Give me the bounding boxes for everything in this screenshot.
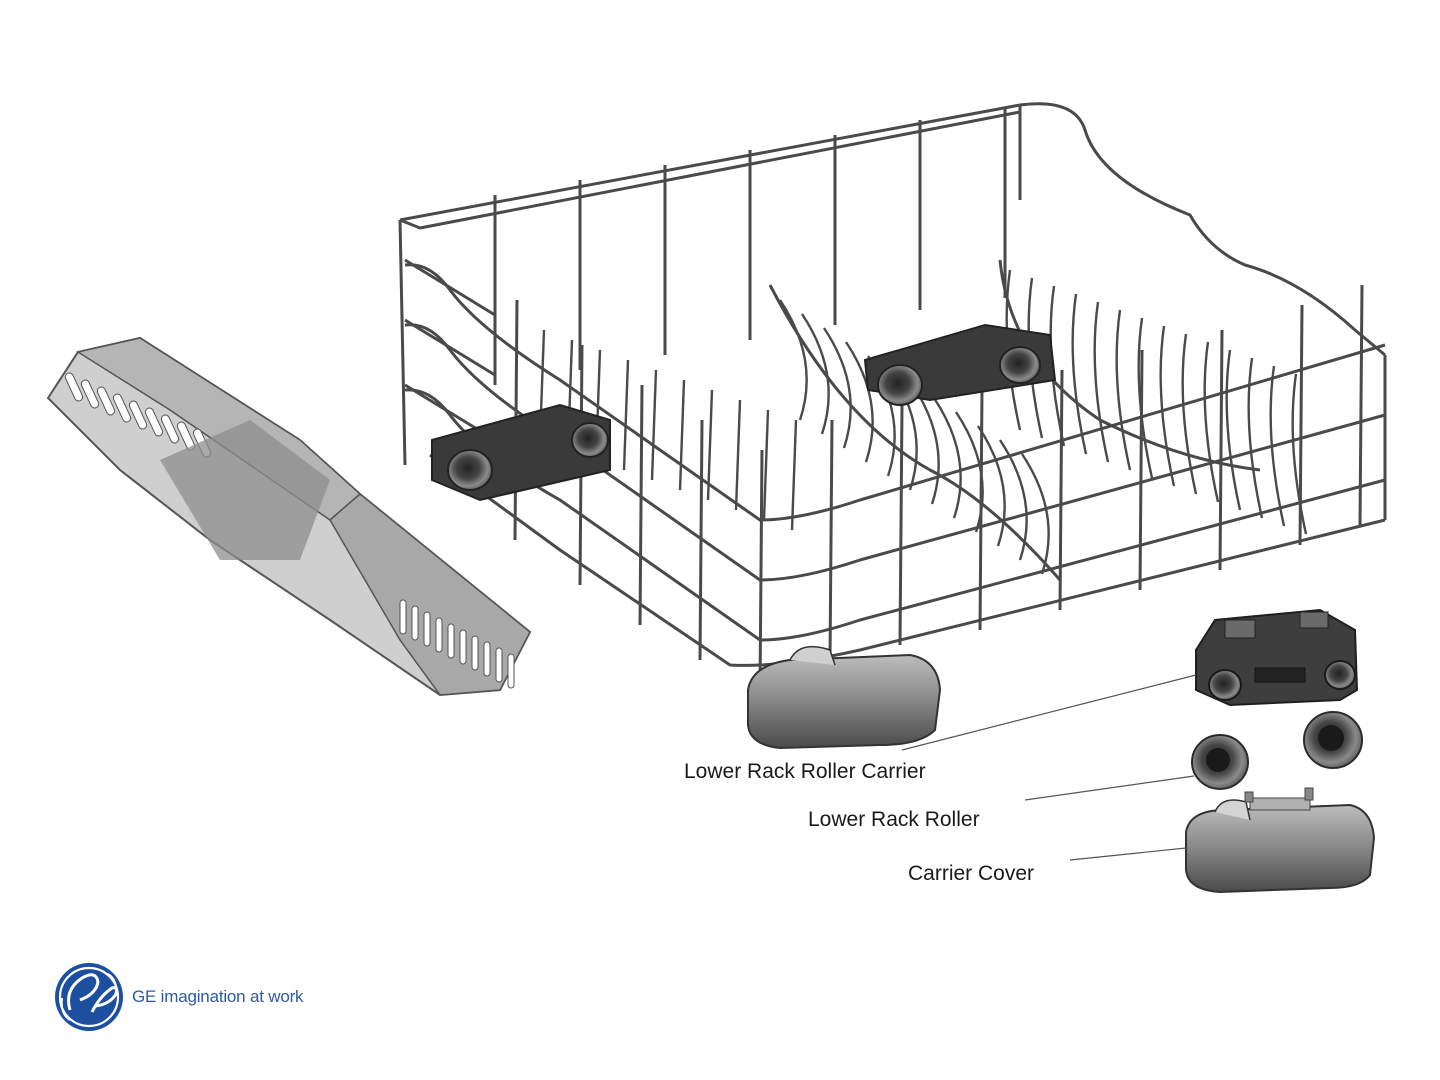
lower-rack-roller-carrier-part	[1196, 610, 1357, 705]
silverware-basket	[48, 338, 530, 695]
mounted-carrier-cover	[748, 647, 940, 748]
leader-line-carrier	[902, 675, 1196, 750]
callout-lower-rack-roller: Lower Rack Roller	[808, 808, 980, 832]
ge-logo-spacer	[54, 962, 124, 1032]
mounted-roller-carrier-right	[865, 325, 1055, 405]
leader-line-cover	[1070, 848, 1186, 860]
callout-lower-rack-roller-carrier: Lower Rack Roller Carrier	[684, 760, 926, 784]
rack-tines	[540, 270, 1306, 574]
lower-rack-roller-part-right	[1304, 712, 1362, 768]
brand-tagline: GE imagination at work	[132, 987, 303, 1007]
carrier-cover-part	[1186, 788, 1374, 892]
leader-line-roller	[1025, 776, 1194, 800]
lower-rack-roller-part-left	[1192, 735, 1248, 789]
leader-lines	[902, 675, 1196, 860]
callout-carrier-cover: Carrier Cover	[908, 862, 1034, 886]
brand-footer: GE imagination at work	[54, 962, 303, 1032]
